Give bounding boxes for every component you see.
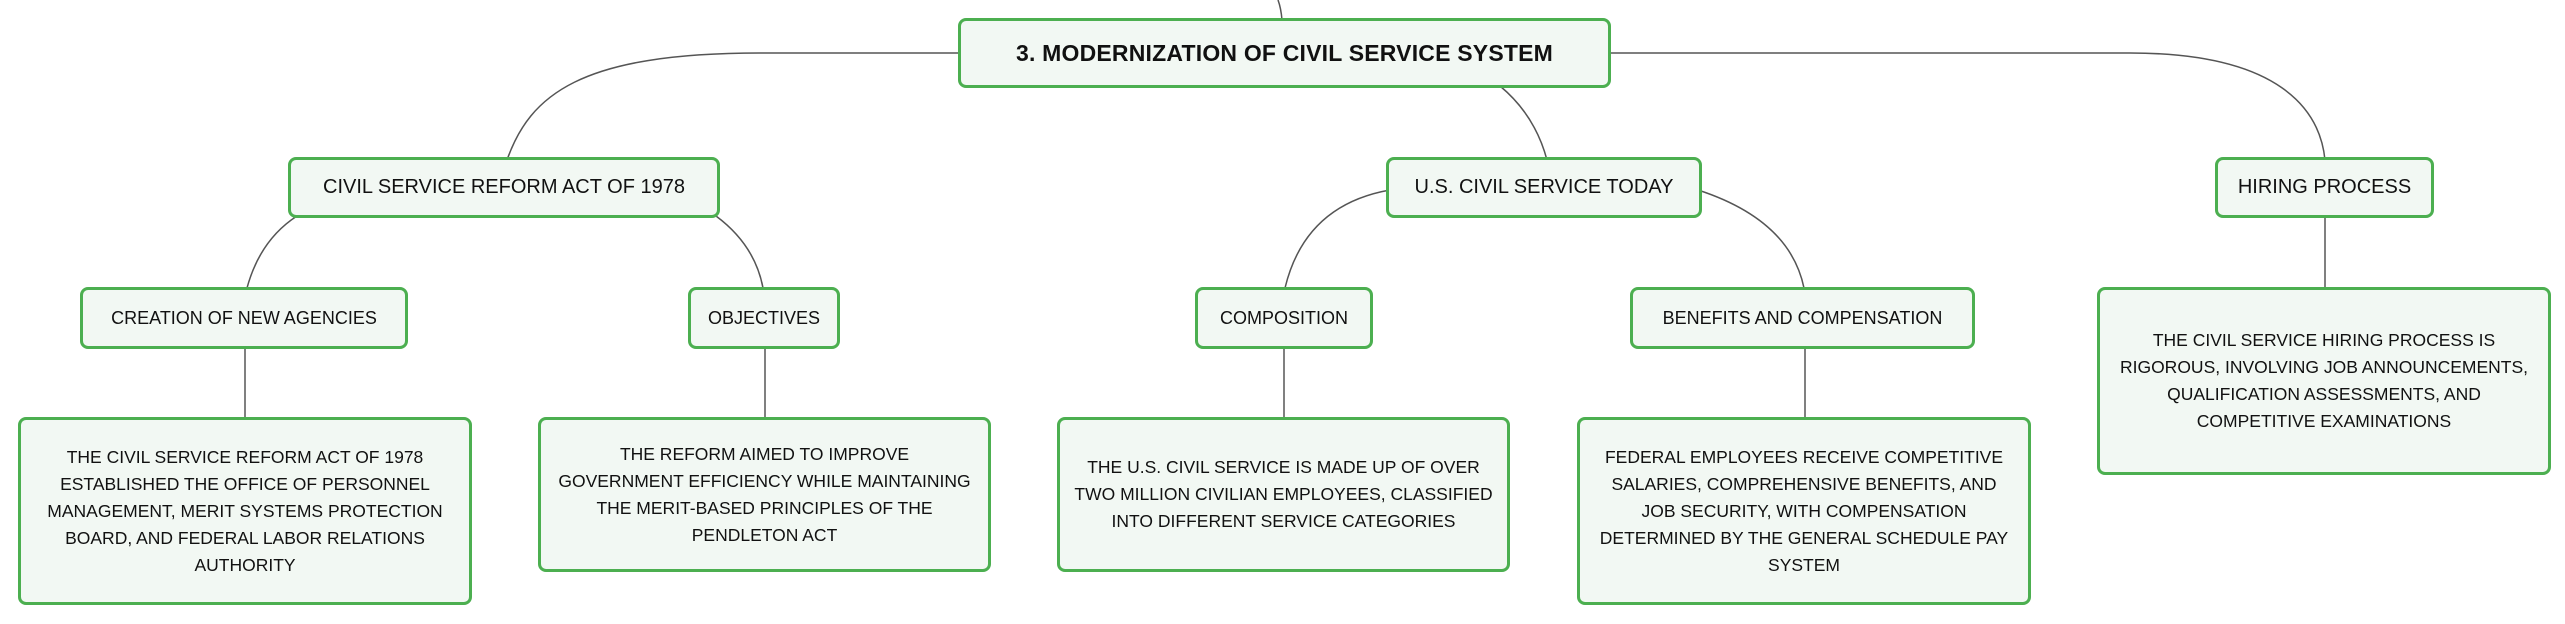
connector-today-benefits [1697,189,1805,289]
connector-root-reform [506,52,966,161]
subtopic-composition[interactable]: COMPOSITION [1195,287,1373,349]
topic-title: CIVIL SERVICE REFORM ACT OF 1978 [323,176,685,198]
subtopic-objectives[interactable]: OBJECTIVES [688,287,840,349]
detail-new-agencies[interactable]: THE CIVIL SERVICE REFORM ACT OF 1978 EST… [18,417,472,605]
root-topic[interactable]: 3. MODERNIZATION OF CIVIL SERVICE SYSTEM [958,18,1611,88]
topic-title: HIRING PROCESS [2237,176,2412,198]
subtopic-title: BENEFITS AND COMPENSATION [1662,307,1943,328]
detail-text: THE U.S. CIVIL SERVICE IS MADE UP OF OVE… [1074,457,1493,531]
detail-hiring-process[interactable]: THE CIVIL SERVICE HIRING PROCESS IS RIGO… [2097,287,2551,475]
connector-today-composition [1284,189,1391,289]
detail-benefits-and-compensation[interactable]: FEDERAL EMPLOYEES RECEIVE COMPETITIVE SA… [1577,417,2031,605]
connector-root-hiring [1610,52,2326,161]
topic-us-civil-service-today[interactable]: U.S. CIVIL SERVICE TODAY [1386,157,1702,218]
detail-text: THE CIVIL SERVICE HIRING PROCESS IS RIGO… [2119,330,2529,431]
detail-composition[interactable]: THE U.S. CIVIL SERVICE IS MADE UP OF OVE… [1057,417,1510,572]
connector-reform-agencies [246,215,298,289]
subtopic-title: CREATION OF NEW AGENCIES [111,307,377,328]
subtopic-title: OBJECTIVES [707,307,821,328]
subtopic-title: COMPOSITION [1219,307,1348,328]
topic-hiring-process[interactable]: HIRING PROCESS [2215,157,2434,218]
detail-text: THE REFORM AIMED TO IMPROVE GOVERNMENT E… [558,443,971,545]
connector-incoming [1277,0,1283,21]
subtopic-benefits-and-compensation[interactable]: BENEFITS AND COMPENSATION [1630,287,1975,349]
topic-title: U.S. CIVIL SERVICE TODAY [1414,176,1674,198]
connector-reform-objectives [715,215,764,289]
detail-text: FEDERAL EMPLOYEES RECEIVE COMPETITIVE SA… [1599,446,2009,575]
connector-root-today [1499,85,1548,161]
topic-civil-service-reform-act[interactable]: CIVIL SERVICE REFORM ACT OF 1978 [288,157,720,218]
root-title: 3. MODERNIZATION OF CIVIL SERVICE SYSTEM [1015,39,1554,66]
detail-objectives[interactable]: THE REFORM AIMED TO IMPROVE GOVERNMENT E… [538,417,991,572]
detail-text: THE CIVIL SERVICE REFORM ACT OF 1978 EST… [47,446,443,575]
subtopic-creation-of-new-agencies[interactable]: CREATION OF NEW AGENCIES [80,287,408,349]
